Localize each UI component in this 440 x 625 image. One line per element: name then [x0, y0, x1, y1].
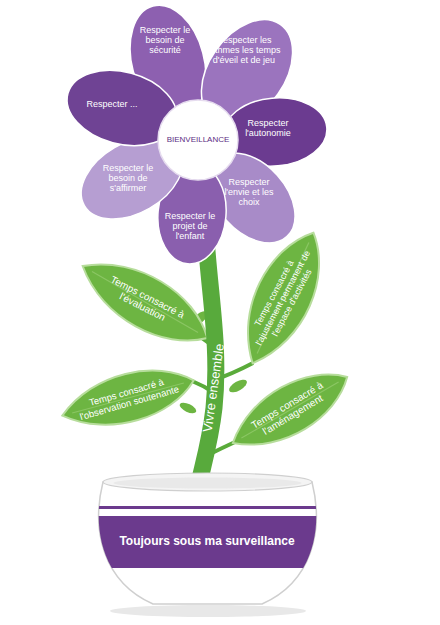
text-holder: Respecter le besoin de s'affirmer — [98, 163, 158, 193]
pot-body — [99, 482, 317, 604]
petal-text: Respecter le besoin de sécurité — [133, 25, 197, 55]
pot-band-shape — [95, 516, 320, 568]
petal-node: Respecter l'autonomie — [235, 108, 301, 148]
petal-node: Respecter le besoin de s'affirmer — [96, 156, 160, 200]
text-holder: Respecter ... — [84, 99, 140, 109]
text-holder: BIENVEILLANCE — [159, 136, 237, 145]
leaf-node: Temps consacré à l'aménagement — [214, 369, 366, 451]
pot-opening — [114, 478, 302, 489]
leaf-shape — [56, 357, 200, 438]
leaf-node: Temps consacré à l'ajustement permanent … — [201, 253, 365, 343]
leaf-shape — [70, 244, 220, 361]
text-holder: Respecter les rythmes les temps d'éveil … — [205, 35, 283, 65]
center-text: BIENVEILLANCE — [159, 136, 237, 145]
pot-stripe — [95, 506, 320, 509]
petal-text: Respecter l'autonomie — [238, 118, 298, 138]
pot-band: Toujours sous ma surveillance — [95, 470, 320, 610]
stem-band: Vivre ensemble — [170, 238, 240, 488]
text-holder: Toujours sous ma surveillance — [102, 535, 312, 548]
leaf-blade — [228, 221, 339, 375]
leaf-shape — [221, 356, 359, 463]
pot-text: Toujours sous ma surveillance — [102, 535, 312, 548]
petal-text: Respecter le projet de l'enfant — [159, 211, 221, 241]
leaf-blade — [221, 356, 359, 463]
center-disc — [158, 100, 238, 180]
leaf-shape — [228, 221, 339, 375]
petal-text: Respecter l'envie et les choix — [220, 177, 278, 207]
pot-rim — [103, 473, 312, 491]
node-outline — [170, 238, 240, 488]
leaf-blade — [70, 244, 220, 361]
petal-text: Respecter le besoin de s'affirmer — [98, 163, 158, 193]
leaf-node: Temps consacré à l'observation soutenant… — [50, 357, 206, 439]
petal-text: Respecter ... — [84, 99, 140, 109]
small-leaf — [178, 401, 198, 416]
petal-node: Respecter ... — [82, 88, 142, 120]
small-leaf — [227, 377, 249, 395]
text-holder: Respecter l'envie et les choix — [220, 177, 278, 207]
petal-node: Respecter le projet de l'enfant — [157, 204, 223, 248]
petal-text: Respecter les rythmes les temps d'éveil … — [205, 35, 283, 65]
petal-node: Respecter les rythmes les temps d'éveil … — [203, 21, 285, 79]
petal-node: Respecter l'envie et les choix — [218, 170, 280, 214]
center-circle: BIENVEILLANCE — [158, 100, 238, 180]
stem-text: Vivre ensemble — [198, 323, 230, 454]
pot-shadow — [110, 605, 306, 617]
text-holder: Respecter l'autonomie — [238, 118, 298, 138]
text-holder: Vivre ensemble — [198, 323, 230, 454]
text-holder: Respecter le besoin de sécurité — [133, 25, 197, 55]
text-holder: Respecter le projet de l'enfant — [159, 211, 221, 241]
petal-node: Respecter le besoin de sécurité — [130, 16, 200, 64]
leaf-blade — [56, 357, 200, 438]
